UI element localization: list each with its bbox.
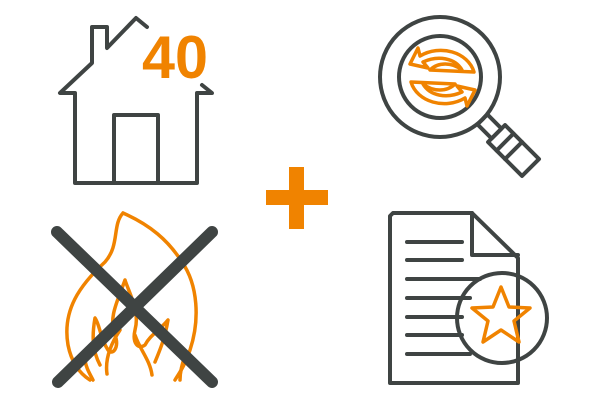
no-fire-icon xyxy=(51,211,218,388)
refresh-icon xyxy=(408,46,477,108)
door xyxy=(112,113,160,185)
star-icon xyxy=(470,285,532,344)
cross-line-2 xyxy=(52,226,218,388)
house-age-label: 40 xyxy=(142,24,208,91)
badge-circle xyxy=(455,271,549,365)
plus-icon xyxy=(266,167,328,229)
text-lines xyxy=(405,240,482,356)
house-icon: 40 xyxy=(58,16,214,185)
document-star-icon xyxy=(388,211,549,385)
magnifier-refresh-icon xyxy=(378,15,541,178)
